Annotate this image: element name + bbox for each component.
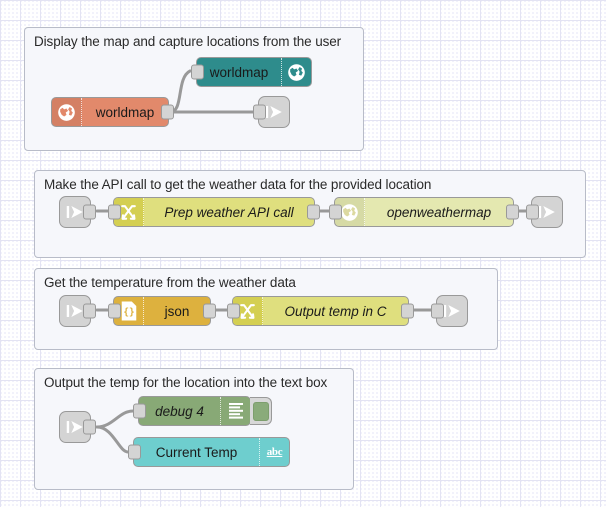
node-label: worldmap xyxy=(95,104,155,120)
node-json[interactable]: {} json xyxy=(108,296,216,326)
debug-lines-icon xyxy=(220,397,250,425)
node-worldmap-out[interactable]: worldmap xyxy=(191,57,312,87)
link-in-icon xyxy=(66,305,83,317)
json-braces-icon: {} xyxy=(114,297,144,325)
input-port[interactable] xyxy=(133,403,146,419)
node-label: debug 4 xyxy=(155,403,204,419)
output-port[interactable] xyxy=(203,303,216,319)
link-in-node[interactable] xyxy=(59,196,96,228)
globe-icon xyxy=(335,198,365,226)
globe-icon xyxy=(281,58,311,86)
node-debug-4[interactable]: debug 4 xyxy=(133,396,272,426)
node-label: worldmap xyxy=(209,64,269,80)
node-label: Prep weather API call xyxy=(164,204,294,220)
function-icon xyxy=(233,297,263,325)
link-out-node[interactable] xyxy=(253,96,290,128)
output-port[interactable] xyxy=(83,204,96,220)
abc-icon: abc xyxy=(259,438,289,466)
output-port[interactable] xyxy=(506,204,519,220)
output-port[interactable] xyxy=(161,104,174,120)
link-in-icon xyxy=(66,206,83,218)
group-label: Display the map and capture locations fr… xyxy=(34,34,342,49)
output-port[interactable] xyxy=(307,204,320,220)
link-out-node[interactable] xyxy=(526,196,563,228)
debug-toggle-indicator xyxy=(252,401,269,421)
link-out-icon xyxy=(265,106,282,118)
link-in-icon xyxy=(66,421,83,433)
input-port[interactable] xyxy=(227,303,240,319)
output-port[interactable] xyxy=(401,303,414,319)
input-port[interactable] xyxy=(128,444,141,460)
node-openweathermap[interactable]: openweathermap xyxy=(329,197,519,227)
link-in-node[interactable] xyxy=(59,295,96,327)
node-worldmap-in[interactable]: worldmap xyxy=(51,97,174,127)
input-port[interactable] xyxy=(431,303,444,319)
globe-icon xyxy=(52,98,82,126)
input-port[interactable] xyxy=(329,204,342,220)
input-port[interactable] xyxy=(253,104,266,120)
node-output-temp-in-c[interactable]: Output temp in C xyxy=(227,296,414,326)
node-label: Output temp in C xyxy=(284,303,387,319)
group-label: Make the API call to get the weather dat… xyxy=(44,177,432,192)
group-label: Output the temp for the location into th… xyxy=(44,375,328,390)
node-prep-weather-api-call[interactable]: Prep weather API call xyxy=(108,197,320,227)
node-current-temp[interactable]: Current Temp abc xyxy=(128,437,290,467)
group-display-map[interactable]: Display the map and capture locations fr… xyxy=(24,27,364,151)
output-port[interactable] xyxy=(83,419,96,435)
link-in-node[interactable] xyxy=(59,411,96,443)
debug-toggle-button[interactable] xyxy=(250,397,272,425)
input-port[interactable] xyxy=(108,204,121,220)
node-label: json xyxy=(164,303,190,319)
link-out-node[interactable] xyxy=(431,295,468,327)
group-label: Get the temperature from the weather dat… xyxy=(44,275,296,290)
node-label: Current Temp xyxy=(155,444,238,460)
input-port[interactable] xyxy=(191,64,204,80)
svg-text:{}: {} xyxy=(123,307,134,318)
link-out-icon xyxy=(538,206,555,218)
node-label: openweathermap xyxy=(386,204,492,220)
output-port[interactable] xyxy=(83,303,96,319)
input-port[interactable] xyxy=(526,204,539,220)
link-out-icon xyxy=(443,305,460,317)
input-port[interactable] xyxy=(108,303,121,319)
